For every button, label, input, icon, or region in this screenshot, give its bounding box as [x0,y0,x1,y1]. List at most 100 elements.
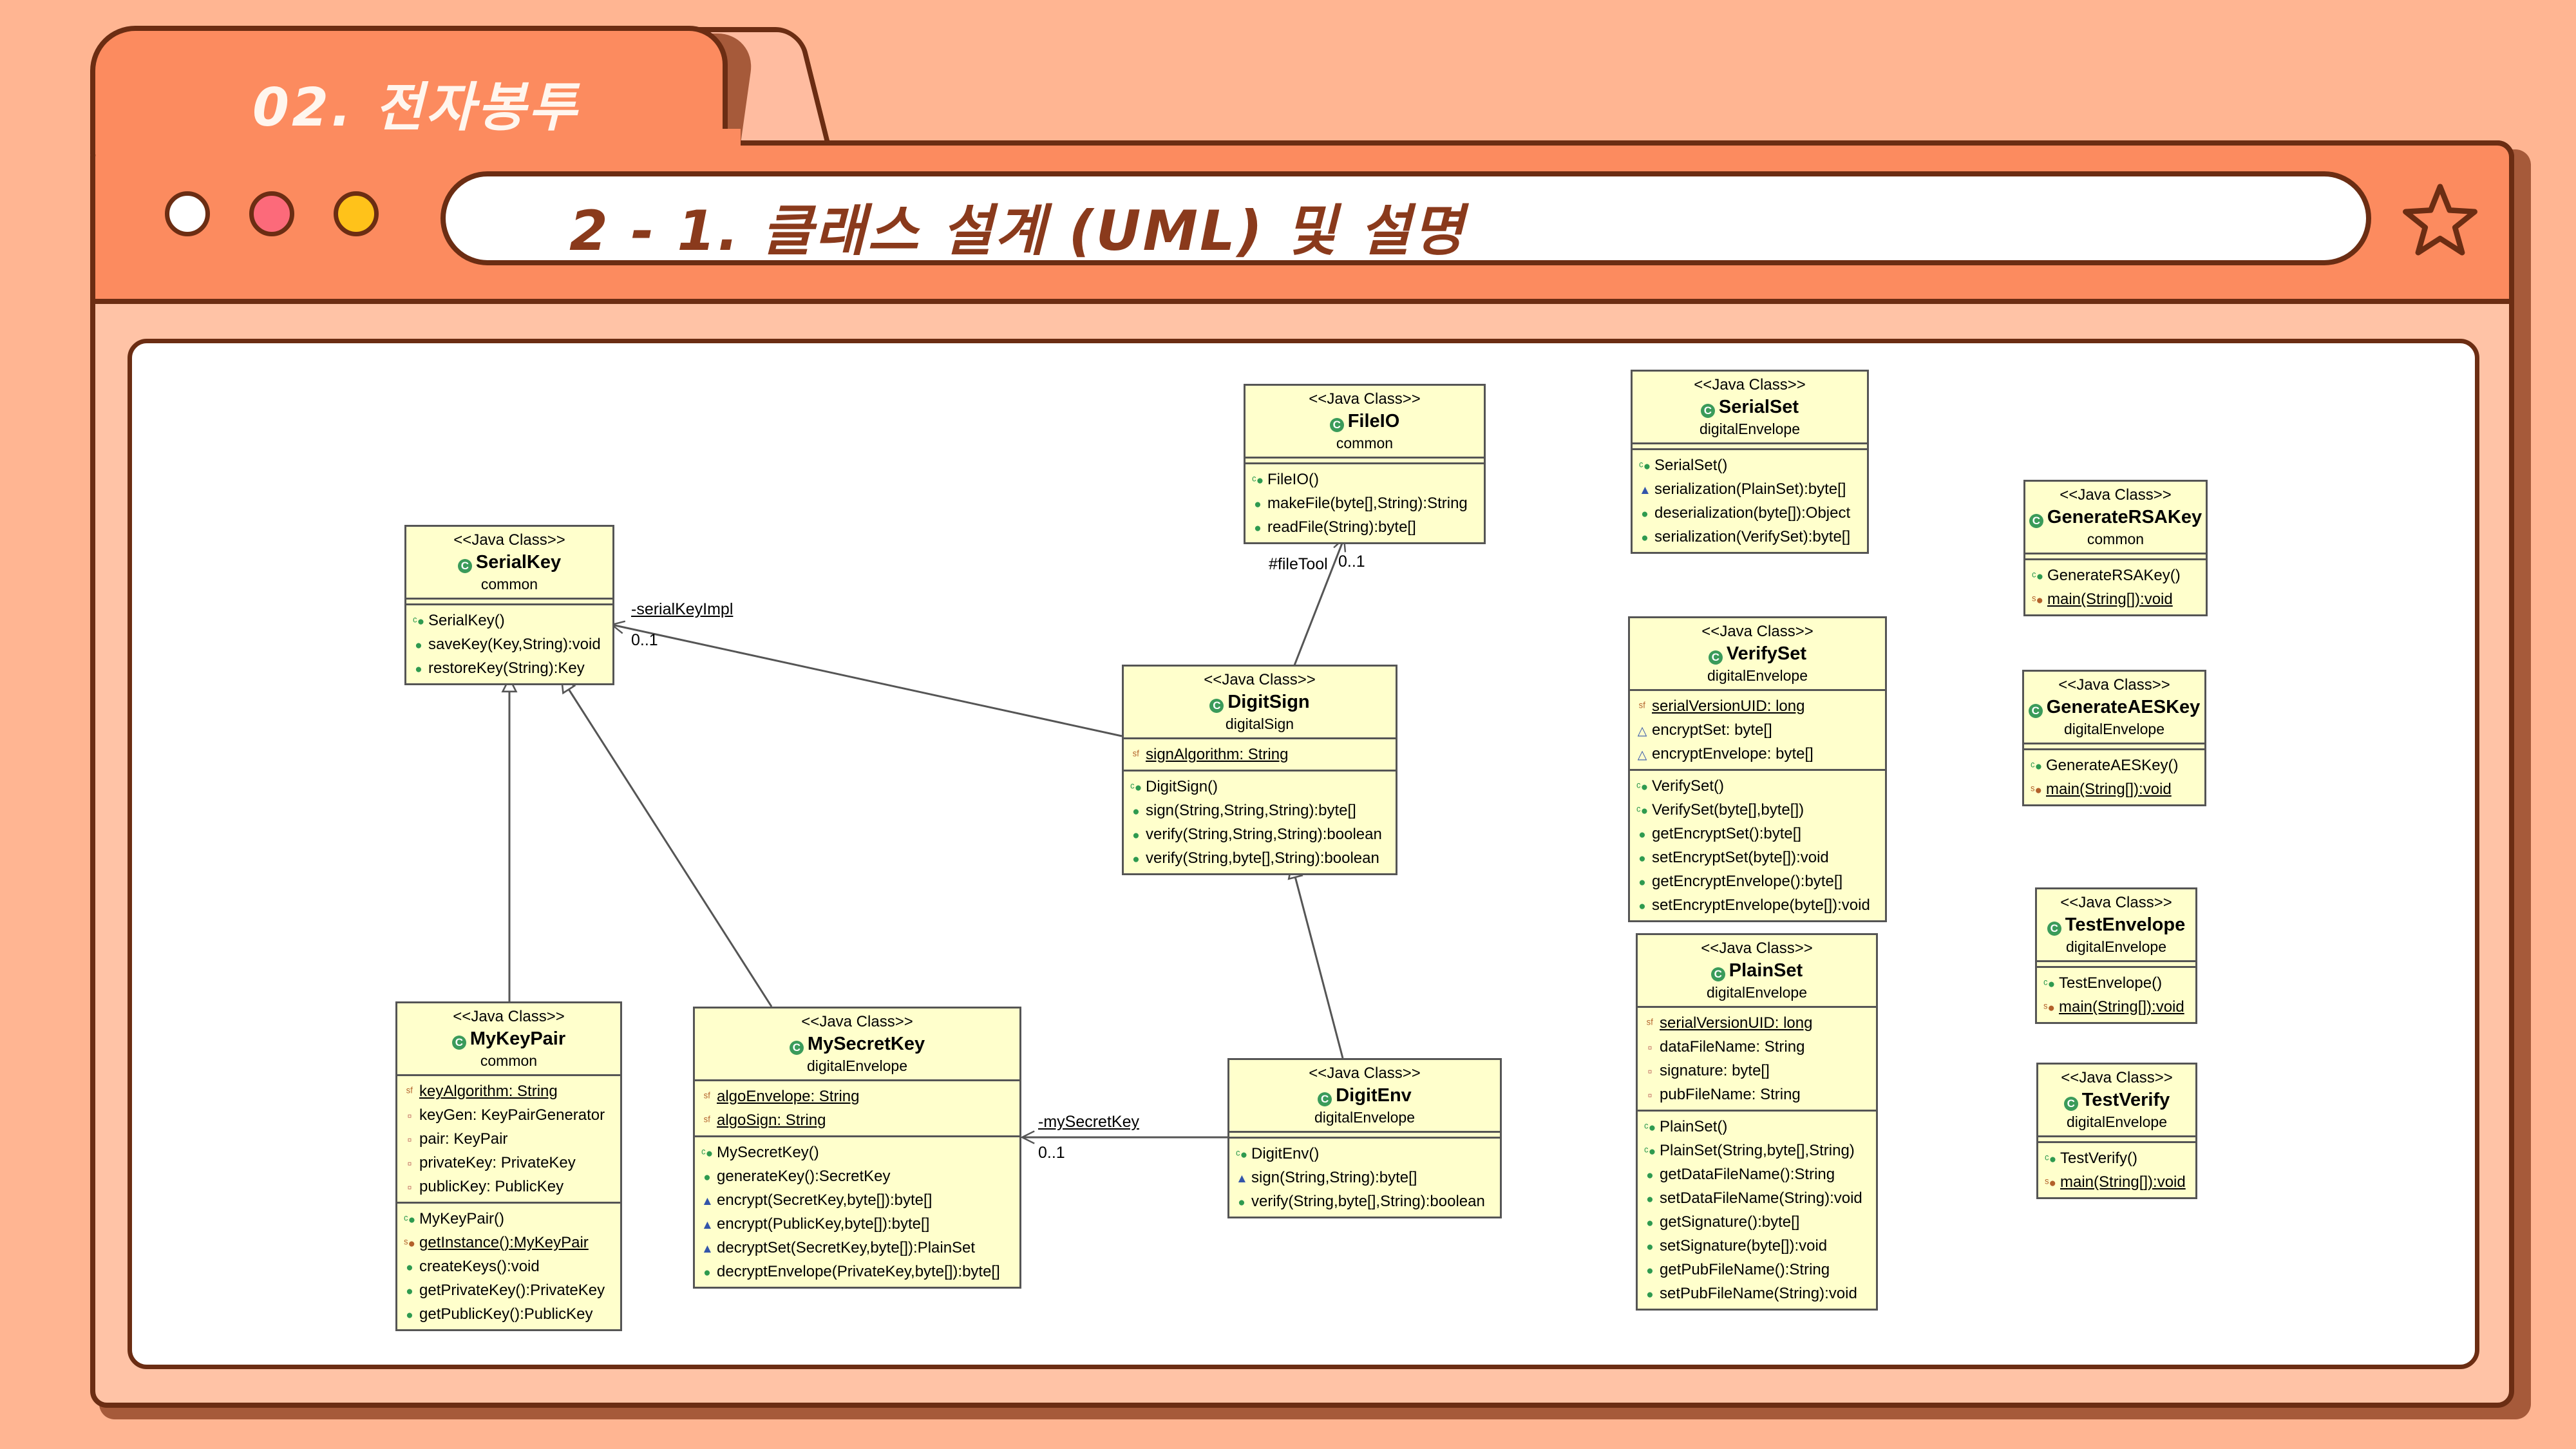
class-method: serialization(PlainSet):byte[] [1654,480,1846,498]
tab-title: 02. 전자봉투 [252,77,580,138]
class-attribute: encryptSet: byte[] [1652,721,1772,739]
class-name: SerialSet [1718,397,1799,417]
window-dot-icon[interactable] [334,191,379,236]
assoc-label-serialkeyimpl: -serialKeyImpl [631,600,734,618]
class-icon: C [1700,404,1715,418]
class-package: digitalEnvelope [2065,938,2166,955]
class-method: getEncryptSet():byte[] [1652,825,1802,842]
class-methods: ᶜ●VerifySet() ᶜ●VerifySet(byte[],byte[])… [1630,769,1885,920]
class-method: saveKey(Key,String):void [428,636,601,653]
class-method: verify(String,byte[],String):boolean [1251,1193,1485,1210]
class-method: encrypt(PublicKey,byte[]):byte[] [717,1215,930,1233]
class-attribute: signature: byte[] [1660,1062,1770,1079]
assoc-mult-mysecretkey: 0..1 [1038,1144,1065,1162]
class-method: MyKeyPair() [419,1210,505,1227]
class-method: encrypt(SecretKey,byte[]):byte[] [717,1191,933,1209]
assoc-label-filetool: #fileTool [1269,555,1328,573]
class-attribute: algoSign: String [717,1112,826,1129]
class-attribute: pubFileName: String [1660,1086,1801,1103]
class-method: decryptEnvelope(PrivateKey,byte[]):byte[… [717,1263,1000,1280]
class-icon: C [2063,1097,2078,1111]
window-dot-icon[interactable] [165,191,210,236]
class-method: getPublicKey():PublicKey [419,1305,593,1323]
class-method: getPrivateKey():PrivateKey [419,1282,605,1299]
class-method: VerifySet() [1652,777,1725,795]
class-package: digitalEnvelope [1706,984,1807,1001]
class-name: TestVerify [2081,1090,2170,1110]
class-icon: C [2047,922,2061,936]
title-bar-pill[interactable] [440,171,2371,265]
class-package: common [480,576,538,592]
class-icon: C [451,1036,466,1050]
class-attribute: encryptEnvelope: byte[] [1652,745,1814,762]
class-stereotype: <<Java Class>> [1204,671,1316,688]
class-stereotype: <<Java Class>> [2061,1069,2173,1086]
class-method: PlainSet() [1660,1118,1728,1135]
class-method: main(String[]):void [2047,591,2173,608]
star-icon[interactable] [2401,180,2479,259]
class-icon: C [2029,514,2043,528]
class-methods: ᶜ●DigitSign() ●sign(String,String,String… [1124,770,1396,873]
class-method: setEncryptSet(byte[]):void [1652,849,1829,866]
class-method: GenerateAESKey() [2046,757,2179,774]
class-icon: C [1329,418,1344,432]
class-method: sign(String,String):byte[] [1251,1169,1417,1186]
class-attribute: publicKey: PublicKey [419,1178,564,1195]
class-icon: C [1710,967,1725,981]
assoc-mult-serialkeyimpl: 0..1 [631,631,658,649]
class-stereotype: <<Java Class>> [2060,486,2172,504]
class-stereotype: <<Java Class>> [1309,390,1421,408]
class-package: digitalEnvelope [806,1057,907,1074]
class-method: TestEnvelope() [2059,974,2163,992]
class-attribute: serialVersionUID: long [1652,697,1805,715]
class-method: generateKey():SecretKey [717,1168,891,1185]
class-package: digitalEnvelope [1699,421,1800,437]
class-stereotype: <<Java Class>> [2058,676,2170,694]
class-stereotype: <<Java Class>> [801,1013,913,1030]
window-dot-icon[interactable] [249,191,294,236]
class-name: SerialKey [475,552,562,573]
class-icon: C [1708,650,1723,665]
class-attribute: privateKey: PrivateKey [419,1154,576,1171]
class-method: TestVerify() [2060,1150,2138,1167]
class-package: digitalEnvelope [2063,721,2164,737]
class-method: deserialization(byte[]):Object [1654,504,1851,522]
class-package: digitalEnvelope [2066,1113,2167,1130]
class-name: VerifySet [1726,643,1807,664]
class-methods: ᶜ●MyKeyPair() ˢ●getInstance():MyKeyPair … [397,1202,620,1329]
class-method: setSignature(byte[]):void [1660,1237,1828,1255]
class-method: MySecretKey() [717,1144,819,1161]
class-stereotype: <<Java Class>> [1701,940,1813,957]
class-methods: ᶜ●GenerateRSAKey() ˢ●main(String[]):void [2025,558,2206,614]
class-icon: C [1209,699,1224,713]
class-method: getEncryptEnvelope():byte[] [1652,873,1843,890]
class-method: SerialSet() [1654,457,1728,474]
class-package: digitalSign [1225,715,1294,732]
class-stereotype: <<Java Class>> [1309,1065,1421,1082]
class-method: sign(String,String,String):byte[] [1146,802,1356,819]
class-method: GenerateRSAKey() [2047,567,2181,584]
class-name: MySecretKey [807,1034,925,1054]
class-package: common [2087,531,2145,547]
class-method: FileIO() [1267,471,1319,488]
class-method: SerialKey() [428,612,505,629]
class-stereotype: <<Java Class>> [1701,623,1814,640]
class-method: readFile(String):byte[] [1267,518,1416,536]
page-title: 2 - 1. 클래스 설계 (UML) 및 설명 [569,199,1466,263]
